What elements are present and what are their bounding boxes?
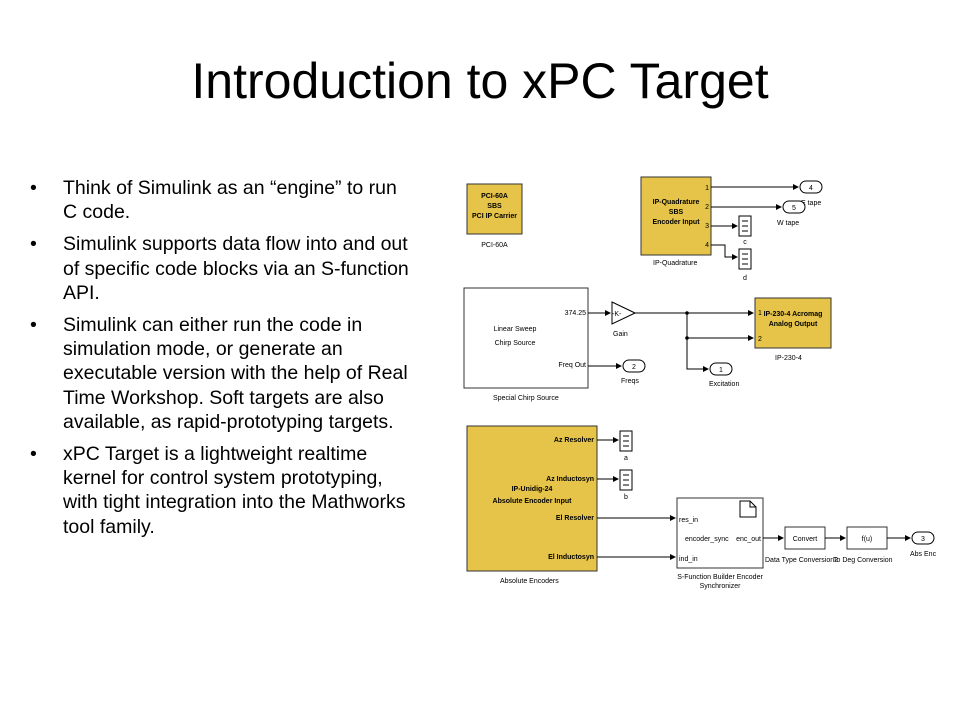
analog-port: 2	[758, 336, 762, 343]
bullet-text: Think of Simulink as an “engine” to run …	[63, 177, 397, 224]
outport-number: 3	[921, 536, 925, 543]
absolute-encoder-block[interactable]: IP-Unidig-24 Absolute Encoder Input Az R…	[466, 425, 598, 572]
outport-number: 1	[719, 367, 723, 374]
outport-label: Excitation	[709, 381, 739, 388]
sfunc-caption: Synchronizer	[700, 583, 742, 590]
outport-w-tape[interactable]: 5	[782, 200, 806, 214]
convert-block[interactable]: Convert	[784, 526, 826, 550]
chirp-caption: Special Chirp Source	[493, 395, 559, 402]
sfunc-port: enc_out	[736, 536, 761, 543]
bullet-dot: •	[30, 314, 37, 337]
gain-symbol: -K-	[612, 311, 622, 318]
terminator-label: a	[624, 455, 628, 462]
chirp-port: 374.25	[565, 310, 587, 317]
abs-enc-port: El Resolver	[556, 515, 594, 522]
abs-enc-port: Az Inductosyn	[546, 476, 594, 483]
outport-label: W tape	[777, 220, 799, 227]
pci60a-line: PCI-60A	[481, 193, 508, 200]
sfunction-block[interactable]: res_in ind_in encoder_sync enc_out	[676, 497, 764, 569]
fcn-block[interactable]: f(u)	[846, 526, 888, 550]
sfunc-port: res_in	[679, 517, 698, 524]
sfunc-name: encoder_sync	[685, 536, 729, 543]
abs-enc-line: Absolute Encoder Input	[493, 498, 573, 505]
quadrature-block[interactable]: IP-Quadrature SBS Encoder Input 1 2 3 4	[640, 176, 712, 256]
quadrature-line: Encoder Input	[652, 219, 700, 226]
pci60a-line: SBS	[487, 203, 502, 210]
terminator-label: d	[743, 275, 747, 282]
fcn-caption: To Deg Conversion	[833, 557, 893, 564]
terminator-label: b	[624, 494, 628, 501]
pci60a-block[interactable]: PCI-60A SBS PCI IP Carrier	[466, 183, 523, 235]
sfunc-port: ind_in	[679, 556, 698, 563]
bullet-dot: •	[30, 443, 37, 466]
quadrature-caption: IP-Quadrature	[653, 260, 697, 267]
terminator-d[interactable]	[738, 248, 752, 270]
analog-line: Analog Output	[769, 321, 818, 328]
outport-excitation[interactable]: 1	[709, 362, 733, 376]
bullet-dot: •	[30, 233, 37, 256]
bullet-item: • Simulink supports data flow into and ou…	[30, 232, 410, 305]
outport-abs-enc[interactable]: 3	[911, 531, 935, 545]
chirp-port: Freq Out	[558, 362, 586, 369]
analog-output-block[interactable]: IP-230-4 Acromag Analog Output 1 2	[754, 297, 832, 349]
outport-label: E tape	[801, 200, 821, 207]
slide-title: Introduction to xPC Target	[191, 53, 769, 109]
bullet-list: • Think of Simulink as an “engine” to run…	[30, 176, 410, 547]
sfunc-caption: S-Function Builder Encoder	[677, 574, 763, 581]
bullet-item: • Simulink can either run the code in sim…	[30, 313, 410, 434]
quadrature-line: SBS	[669, 209, 684, 216]
bullet-dot: •	[30, 177, 37, 199]
terminator-b[interactable]	[619, 469, 633, 491]
analog-line: IP-230-4 Acromag	[764, 311, 823, 318]
abs-enc-caption: Absolute Encoders	[500, 578, 559, 585]
convert-label: Convert	[793, 536, 818, 543]
convert-caption: Data Type Conversion2	[765, 557, 838, 564]
terminator-c[interactable]	[738, 215, 752, 237]
bullet-text: Simulink can either run the code in simu…	[63, 314, 408, 433]
fcn-label: f(u)	[862, 536, 873, 543]
quadrature-line: IP-Quadrature	[653, 199, 700, 206]
analog-caption: IP-230-4	[775, 355, 802, 362]
quadrature-port: 3	[705, 223, 709, 230]
gain-caption: Gain	[613, 331, 628, 338]
abs-enc-port: El Inductosyn	[548, 554, 594, 561]
bullet-text: xPC Target is a lightweight realtime ker…	[63, 443, 406, 538]
chirp-source-block[interactable]: Linear Sweep Chirp Source 374.25 Freq Ou…	[463, 287, 589, 389]
abs-enc-line: IP-Unidig-24	[512, 486, 553, 493]
quadrature-port: 2	[705, 204, 709, 211]
chirp-line: Chirp Source	[495, 340, 536, 347]
pci60a-line: PCI IP Carrier	[472, 213, 517, 220]
terminator-label: c	[743, 239, 747, 246]
outport-number: 5	[792, 205, 796, 212]
outport-label: Freqs	[621, 378, 639, 385]
quadrature-port: 4	[705, 242, 709, 249]
pci60a-caption: PCI-60A	[481, 242, 508, 249]
bullet-item: • Think of Simulink as an “engine” to run…	[30, 176, 410, 224]
chirp-line: Linear Sweep	[494, 326, 537, 333]
analog-port: 1	[758, 310, 762, 317]
bullet-item: • xPC Target is a lightweight realtime ke…	[30, 442, 410, 539]
outport-label: Abs Enc	[910, 551, 937, 558]
simulink-diagram: PCI-60A SBS PCI IP Carrier PCI-60A IP-Qu…	[463, 176, 937, 590]
outport-number: 4	[809, 185, 813, 192]
gain-block[interactable]: -K-	[611, 301, 637, 325]
terminator-a[interactable]	[619, 430, 633, 452]
outport-number: 2	[632, 364, 636, 371]
quadrature-port: 1	[705, 185, 709, 192]
abs-enc-port: Az Resolver	[554, 437, 594, 444]
outport-e-tape[interactable]: 4	[799, 180, 823, 194]
bullet-text: Simulink supports data flow into and out…	[63, 233, 409, 304]
outport-freqs[interactable]: 2	[622, 359, 646, 373]
